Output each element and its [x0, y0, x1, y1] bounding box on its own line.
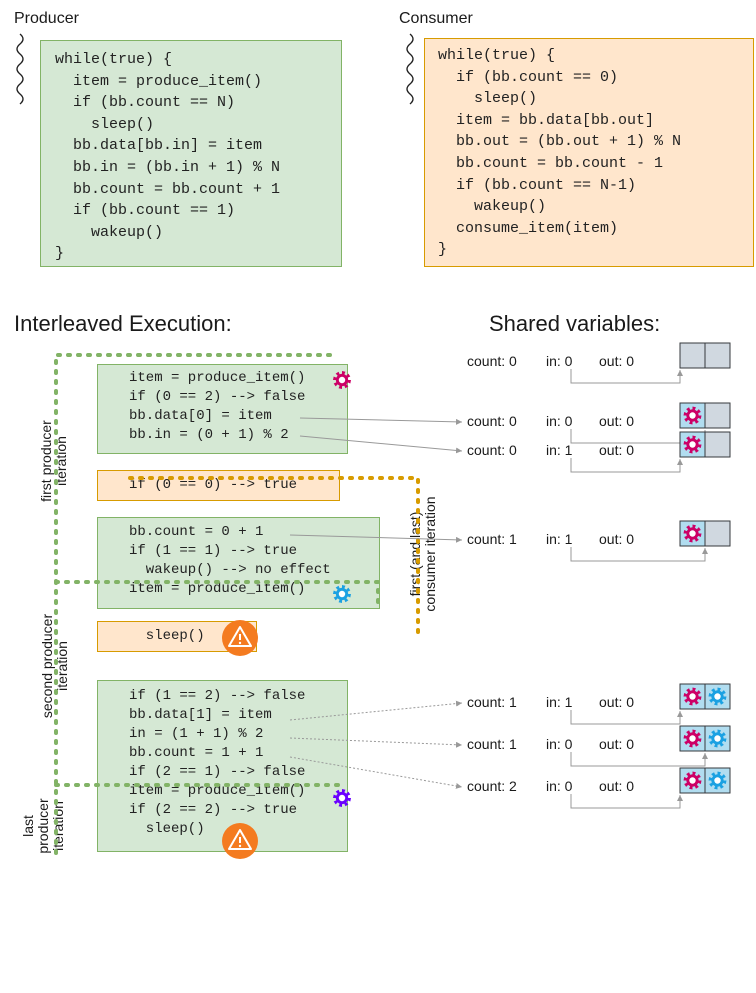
producer-thread-wave [16, 33, 24, 105]
producer-block-1: item = produce_item() if (0 == 2) --> fa… [97, 364, 348, 454]
buffer-pointer-arrow [570, 458, 683, 473]
producer-block-3: if (1 == 2) --> false bb.data[1] = item … [97, 680, 348, 852]
buffer-slot [704, 402, 731, 429]
state-count: count: 2 [467, 778, 517, 794]
warning-icon [222, 620, 258, 656]
first-producer-iteration-bracket [54, 353, 332, 862]
producer-block-2: bb.count = 0 + 1 if (1 == 1) --> true wa… [97, 517, 380, 609]
state-out: out: 0 [599, 531, 635, 547]
shared-title: Shared variables: [489, 311, 661, 336]
gear-blue-icon [708, 771, 727, 790]
consumer-thread-wave [406, 33, 414, 105]
buffer-pointer-arrow [570, 710, 683, 725]
state-in: in: 0 [546, 778, 573, 794]
state-out: out: 0 [599, 413, 635, 429]
consumer-title: Consumer [399, 10, 473, 27]
state-in: in: 1 [546, 442, 573, 458]
state-count: count: 1 [467, 736, 517, 752]
state-change-arrow [289, 756, 463, 789]
gear-magenta-icon [683, 771, 702, 790]
buffer-pointer-arrow [570, 752, 708, 767]
producer-code: while(true) { item = produce_item() if (… [55, 51, 281, 263]
producer-code-box: while(true) { item = produce_item() if (… [40, 40, 342, 267]
gear-blue-icon [708, 687, 727, 706]
state-change-arrow [289, 534, 463, 543]
state-in: in: 1 [546, 531, 573, 547]
buffer-pointer-arrow [570, 369, 683, 384]
state-count: count: 0 [467, 413, 517, 429]
buffer-pointer-arrow [570, 547, 708, 562]
state-out: out: 0 [599, 353, 635, 369]
state-in: in: 0 [546, 413, 573, 429]
state-out: out: 0 [599, 442, 635, 458]
gear-magenta-icon [683, 406, 702, 425]
gear-magenta-icon [683, 687, 702, 706]
gear-magenta-icon [333, 371, 351, 389]
state-out: out: 0 [599, 694, 635, 710]
state-change-arrow [289, 737, 463, 748]
buffer-slot [679, 342, 706, 369]
warning-icon [222, 823, 258, 859]
buffer-slot [704, 431, 731, 458]
buffer-slot [704, 342, 731, 369]
consumer-code-box: while(true) { if (bb.count == 0) sleep()… [424, 38, 754, 267]
buffer-slot [704, 520, 731, 547]
consumer-iteration-bracket [128, 476, 420, 642]
interleaved-title: Interleaved Execution: [14, 311, 232, 336]
gear-magenta-icon [683, 729, 702, 748]
state-out: out: 0 [599, 778, 635, 794]
producer-title: Producer [14, 10, 79, 27]
state-count: count: 1 [467, 694, 517, 710]
gear-magenta-icon [683, 524, 702, 543]
state-change-arrow [299, 417, 463, 425]
state-in: in: 0 [546, 736, 573, 752]
gear-purple-icon [333, 789, 351, 807]
gear-magenta-icon [683, 435, 702, 454]
buffer-pointer-arrow [570, 794, 683, 809]
state-count: count: 0 [467, 442, 517, 458]
gear-blue-icon [708, 729, 727, 748]
state-in: in: 1 [546, 694, 573, 710]
consumer-block-1: if (0 == 0) --> true [97, 470, 340, 501]
second-producer-iteration-bracket [54, 580, 380, 608]
gear-blue-icon [333, 585, 351, 603]
state-in: in: 0 [546, 353, 573, 369]
state-count: count: 0 [467, 353, 517, 369]
state-count: count: 1 [467, 531, 517, 547]
consumer-code: while(true) { if (bb.count == 0) sleep()… [438, 47, 682, 259]
state-change-arrow [299, 435, 463, 454]
state-change-arrow [289, 700, 463, 721]
state-out: out: 0 [599, 736, 635, 752]
